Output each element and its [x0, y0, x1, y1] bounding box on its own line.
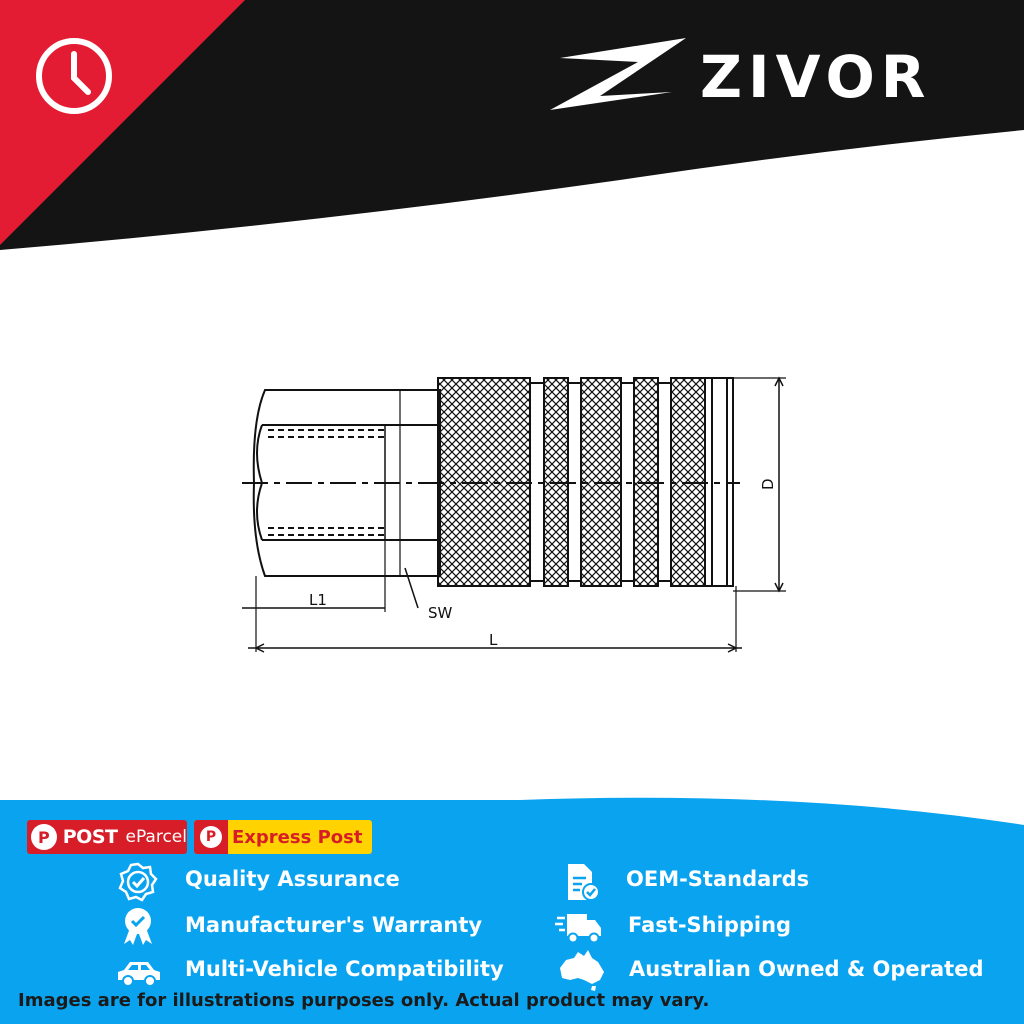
- footer-banner: [0, 797, 1024, 1024]
- feature-quality-assurance: Quality Assurance: [185, 867, 400, 891]
- zivor-logo-mark: [550, 38, 686, 110]
- header-red-corner: [0, 0, 245, 245]
- car-icon: [118, 962, 160, 987]
- disclaimer-text: Images are for illustrations purposes on…: [18, 990, 710, 1011]
- brand-name: ZIVOR: [700, 43, 932, 111]
- feature-multi-vehicle-compatibility: Multi-Vehicle Compatibility: [185, 957, 504, 981]
- dim-label-d: D: [759, 478, 777, 490]
- quality-badge-icon: [118, 862, 158, 902]
- document-check-icon: [568, 864, 600, 901]
- auspost-eparcel-badge: P POST eParcel: [27, 820, 187, 854]
- header-banner: [0, 0, 1024, 250]
- delivery-truck-icon: [555, 914, 601, 944]
- feature-oem-standards: OEM-Standards: [626, 867, 810, 891]
- post-label: POST: [62, 826, 118, 848]
- auspost-logo-icon: P: [200, 826, 222, 848]
- feature-australian-owned: Australian Owned & Operated: [629, 957, 984, 981]
- australia-map-icon: [560, 950, 604, 991]
- hex-body-outline: [252, 389, 441, 577]
- dim-label-sw: SW: [428, 604, 453, 622]
- auspost-logo-icon: P: [31, 824, 57, 850]
- coupling-technical-drawing: L1 SW L D: [242, 376, 786, 653]
- express-post-label: Express Post: [232, 826, 363, 848]
- feature-manufacturers-warranty: Manufacturer's Warranty: [185, 913, 483, 937]
- clock-icon[interactable]: [36, 38, 112, 114]
- express-post-badge: P Express Post: [194, 820, 372, 854]
- warranty-ribbon-icon: [124, 908, 152, 945]
- dim-label-l1: L1: [309, 591, 327, 609]
- eparcel-label: eParcel: [125, 827, 187, 847]
- dim-label-l: L: [489, 631, 498, 649]
- feature-fast-shipping: Fast-Shipping: [628, 913, 792, 937]
- header-black-band: [0, 0, 1024, 250]
